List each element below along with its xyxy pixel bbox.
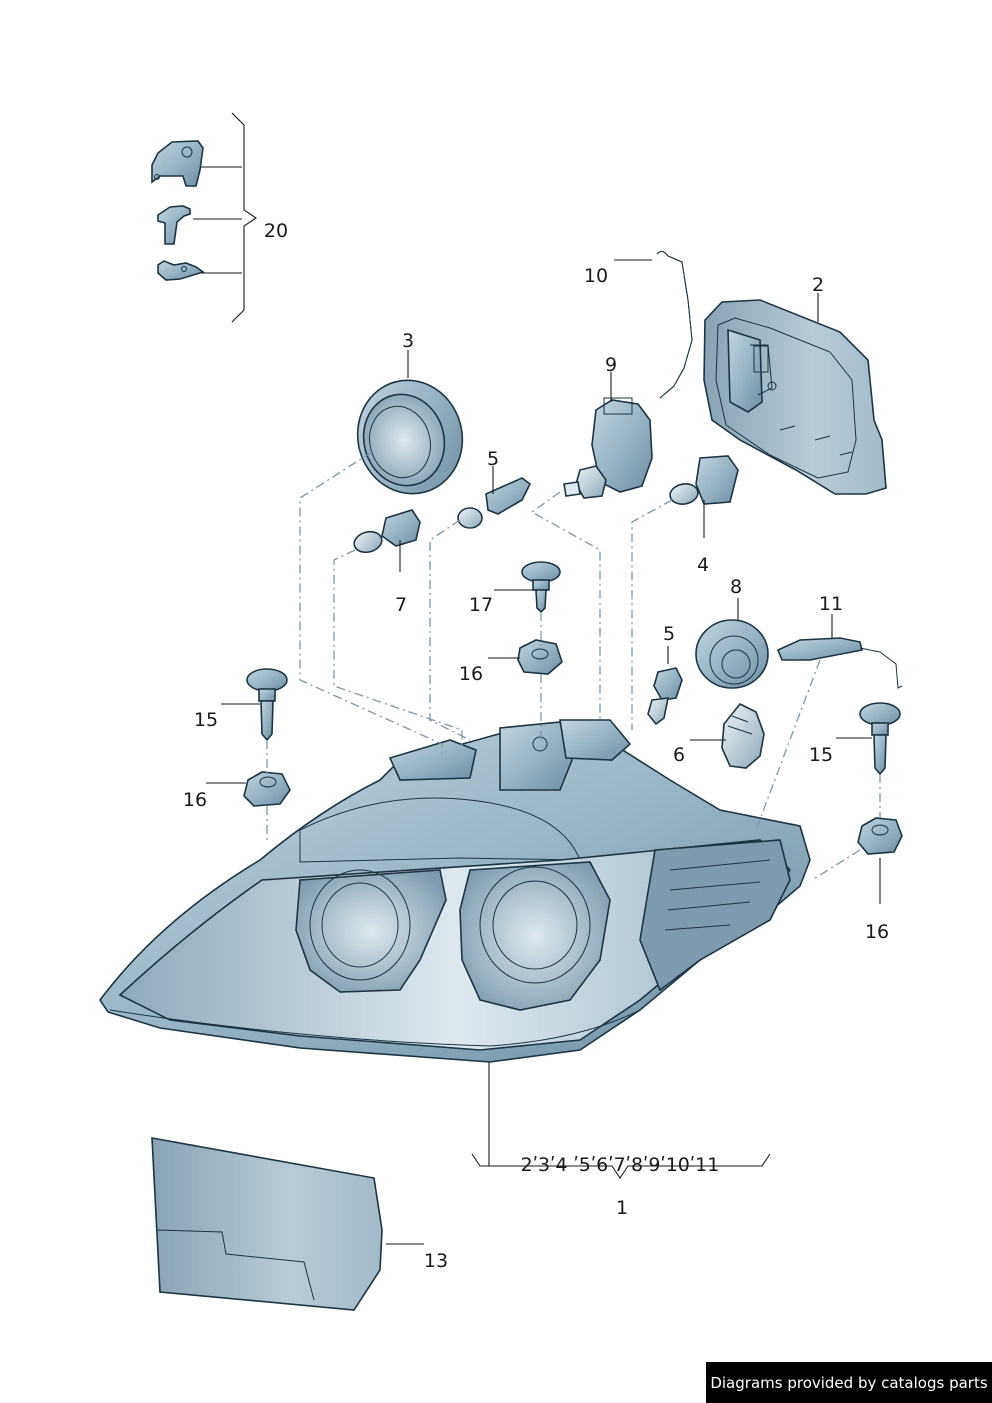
assembly-contents-list: 2ʹ3ʹ4 ʹ5ʹ6ʹ7ʹ8ʹ9ʹ10ʹ11 — [521, 1154, 720, 1176]
callout-1: 1 — [616, 1197, 628, 1219]
bracket-small — [157, 205, 191, 245]
clip-hole — [181, 266, 187, 272]
callout-17: 17 — [469, 594, 493, 616]
callout-15-left: 15 — [194, 709, 218, 731]
callout-2: 2 — [812, 274, 824, 296]
indicator-section — [639, 839, 791, 992]
bracket-set-20 — [151, 112, 257, 323]
clip-16-left — [243, 771, 291, 807]
callout-15-right: 15 — [809, 744, 833, 766]
bulb-socket-8 — [695, 619, 769, 689]
bulb-4 — [669, 455, 739, 505]
diagram-credit-badge: Diagrams provided by catalogs parts — [706, 1362, 992, 1403]
screw-15-left — [246, 668, 288, 742]
callout-5-lower: 5 — [663, 623, 675, 645]
wire-10 — [656, 250, 693, 399]
callout-3: 3 — [402, 330, 414, 352]
callout-7: 7 — [395, 594, 407, 616]
callout-6: 6 — [673, 744, 685, 766]
clip-16-right — [857, 817, 903, 855]
protective-film-13 — [151, 1137, 383, 1311]
callout-9: 9 — [605, 354, 617, 376]
diagram-credit-text: Diagrams provided by catalogs parts — [710, 1373, 988, 1392]
assembly-bracket — [471, 1062, 771, 1179]
low-beam-reflector — [295, 869, 447, 993]
bracket-brace — [231, 112, 257, 323]
screw-17 — [521, 561, 561, 614]
callout-13: 13 — [424, 1250, 448, 1272]
headlight-assembly-1 — [99, 719, 811, 1063]
bracket-hole — [154, 174, 160, 180]
indicator-strip-11 — [776, 637, 903, 689]
callout-10: 10 — [584, 265, 608, 287]
clip-16-top — [517, 639, 563, 675]
callout-8: 8 — [730, 576, 742, 598]
callout-16-left: 16 — [183, 789, 207, 811]
bulb-6 — [721, 702, 765, 769]
bulb-7 — [353, 509, 421, 554]
callout-20: 20 — [264, 220, 288, 242]
callout-4: 4 — [697, 554, 709, 576]
screw-15-right — [859, 702, 901, 776]
callout-16-top: 16 — [459, 663, 483, 685]
bulb-5-upper — [457, 477, 532, 529]
adjuster-motor-9 — [563, 397, 653, 499]
callout-5-upper: 5 — [487, 448, 499, 470]
housing-cover-2 — [703, 299, 887, 495]
callout-16-right: 16 — [865, 921, 889, 943]
callout-11: 11 — [819, 593, 843, 615]
bulb-5-lower — [647, 667, 683, 726]
bracket-hole — [181, 146, 193, 158]
alignment-lines — [266, 451, 881, 881]
bracket-large — [151, 140, 204, 187]
bracket-clip — [157, 260, 205, 281]
cap-3 — [356, 379, 464, 495]
callout-labels: 1 2 3 4 5 5 6 7 8 9 10 11 13 15 15 16 16… — [183, 220, 889, 1272]
high-beam-reflector — [459, 861, 611, 1011]
